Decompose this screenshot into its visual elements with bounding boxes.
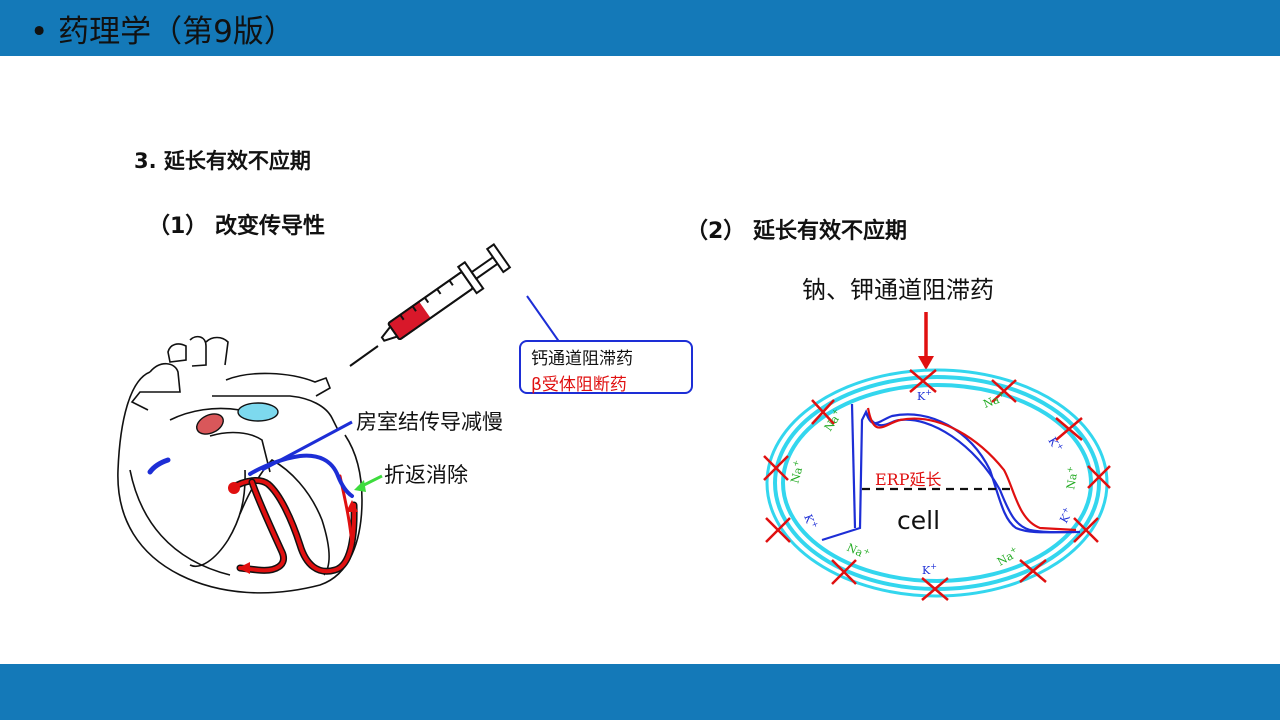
svg-text:K+: K+ (1045, 434, 1065, 454)
down-arrow-icon (918, 356, 934, 370)
heart-outline (117, 335, 363, 594)
bottom-bar (0, 664, 1280, 720)
svg-text:K+: K+ (801, 512, 820, 531)
av-node-label: 房室结传导减慢 (356, 410, 503, 434)
drug-label: 钠、钾通道阻滞药 (802, 276, 994, 304)
callout-box: 钙通道阻滞药 β受体阻断药 (519, 340, 693, 395)
action-potential-curves (821, 403, 1081, 542)
header-title: • 药理学（第9版） (30, 14, 295, 50)
svg-text:K+: K+ (917, 388, 932, 403)
erp-label: ERP延长 (875, 470, 942, 489)
svg-text:K+: K+ (1056, 505, 1076, 525)
svg-text:K+: K+ (922, 562, 937, 577)
subheading-erp: （2） 延长有效不应期 (686, 219, 907, 244)
svg-text:Na+: Na+ (786, 459, 806, 485)
svg-text:Na+: Na+ (845, 539, 872, 562)
cell-membrane (765, 368, 1109, 598)
valve-blue (237, 402, 279, 422)
channel-block-markers (763, 369, 1111, 601)
top-bar: • 药理学（第9版） (0, 0, 1280, 56)
reentry-label: 折返消除 (384, 463, 468, 487)
cell-label: cell (897, 506, 941, 535)
callout-line1: 钙通道阻滞药 (531, 349, 633, 369)
callout-line2: β受体阻断药 (531, 375, 627, 395)
section-title: 3. 延长有效不应期 (134, 149, 311, 173)
svg-text:Na+: Na+ (1062, 465, 1081, 490)
av-node-pointer (261, 420, 353, 472)
valve-red (196, 413, 224, 435)
subheading-conduction: （1） 改变传导性 (148, 214, 325, 239)
syringe-icon (349, 243, 512, 367)
